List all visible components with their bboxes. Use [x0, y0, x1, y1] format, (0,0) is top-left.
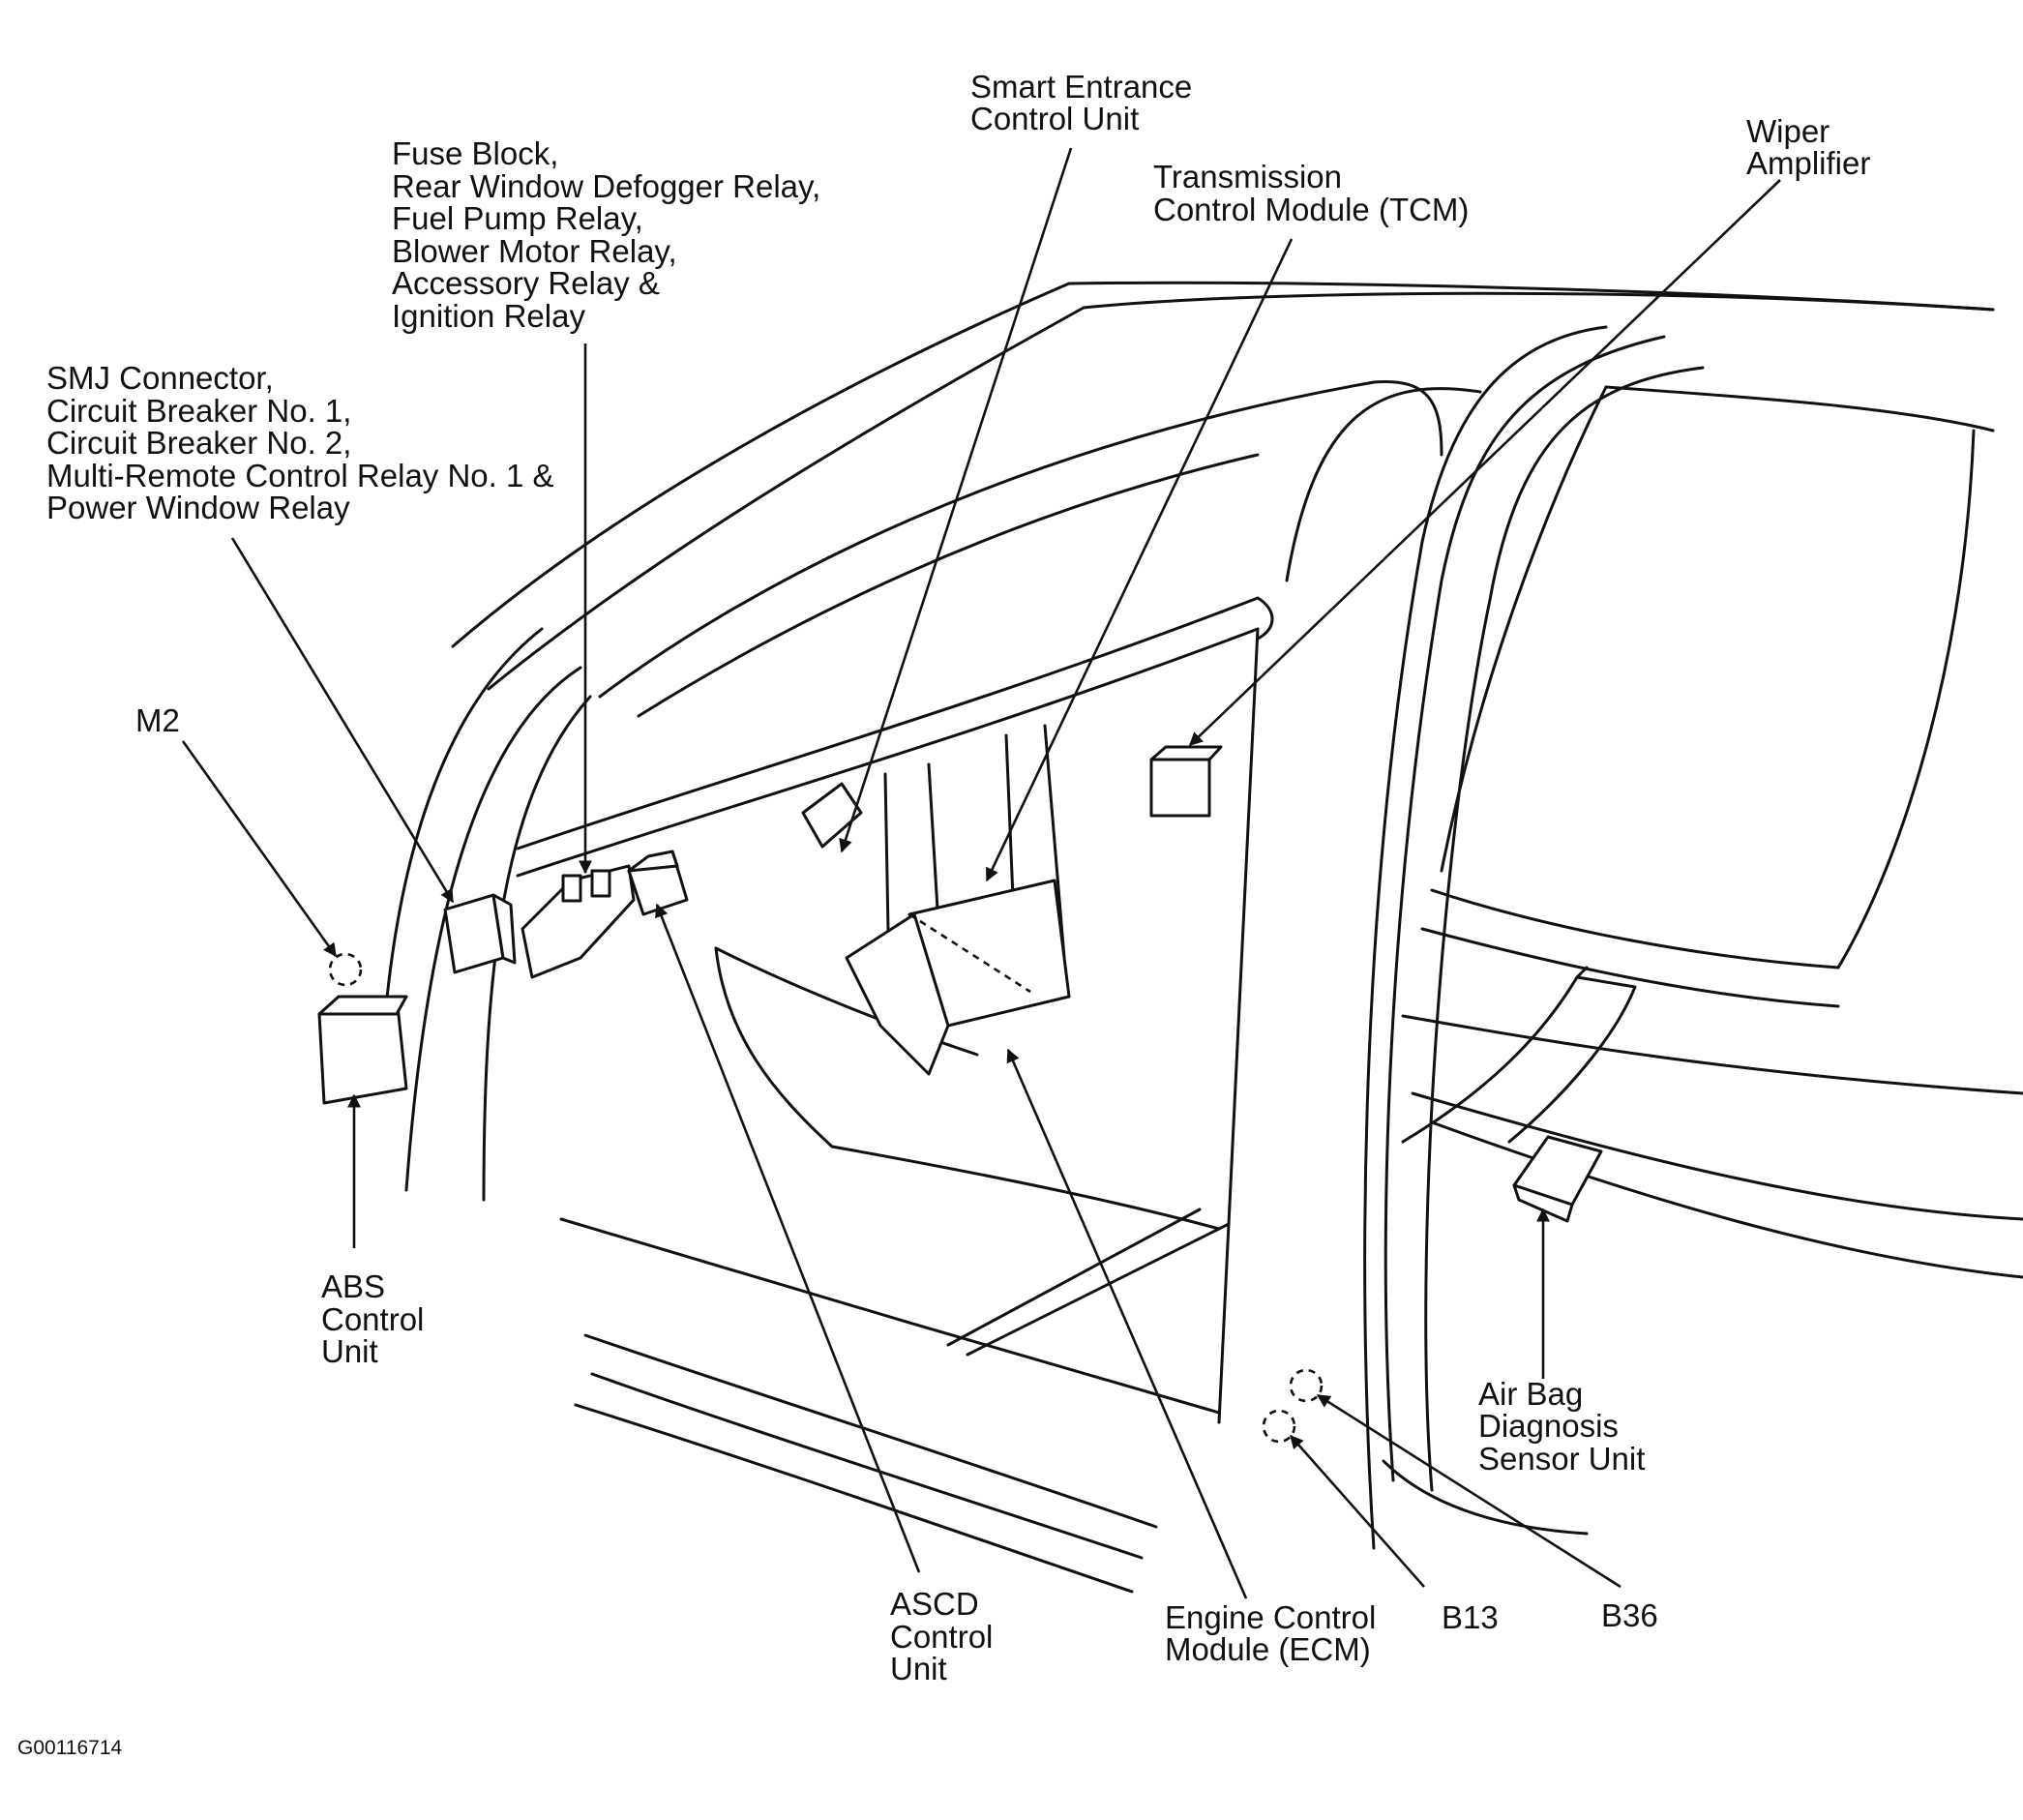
b36-location-marker — [1289, 1368, 1324, 1403]
connector-location-circles — [328, 952, 1324, 1444]
ecm-leader — [1006, 1048, 1248, 1599]
abs-label: ABS Control Unit — [321, 1268, 433, 1369]
figure-id: G00116714 — [17, 1737, 123, 1759]
m2-location-marker — [328, 952, 363, 987]
ecm-label: Engine Control Module (ECM) — [1165, 1599, 1384, 1667]
tcm-leader — [985, 238, 1294, 882]
b13-label: B13 — [1442, 1599, 1499, 1635]
wiper-amplifier-leader — [1188, 179, 1781, 746]
wiper-amplifier-label: Wiper Amplifier — [1746, 113, 1870, 181]
tcm-label: Transmission Control Module (TCM) — [1153, 159, 1469, 227]
b36-leader — [1316, 1393, 1621, 1589]
tcm-ecm-module — [845, 879, 1071, 1076]
ascd-control-unit-box — [627, 850, 689, 916]
air-bag-label: Air Bag Diagnosis Sensor Unit — [1478, 1376, 1645, 1477]
abs-control-unit-box — [317, 995, 408, 1105]
smj-connector-block — [443, 893, 517, 974]
m2-label: M2 — [135, 702, 180, 738]
ascd-label: ASCD Control Unit — [890, 1586, 1002, 1686]
vehicle-outline — [380, 281, 2023, 1594]
b36-label: B36 — [1601, 1597, 1658, 1633]
ascd-leader — [655, 903, 921, 1573]
smart-entrance-control-unit-box — [801, 782, 863, 849]
smart-entrance-label: Smart Entrance Control Unit — [970, 69, 1201, 136]
smj-connector-label: SMJ Connector, Circuit Breaker No. 1, Ci… — [46, 360, 563, 525]
air-bag-sensor-box — [1512, 1135, 1603, 1223]
smart-entrance-leader — [839, 147, 1073, 853]
fuse-block-label: Fuse Block, Rear Window Defogger Relay, … — [392, 135, 829, 334]
smj-connector-leader — [230, 537, 455, 904]
leader-lines — [181, 147, 1781, 1599]
fuse-block — [521, 864, 636, 979]
b13-leader — [1290, 1434, 1425, 1588]
b13-location-marker — [1262, 1409, 1296, 1444]
m2-leader — [181, 740, 338, 958]
wiper-amplifier-box — [1149, 745, 1223, 818]
